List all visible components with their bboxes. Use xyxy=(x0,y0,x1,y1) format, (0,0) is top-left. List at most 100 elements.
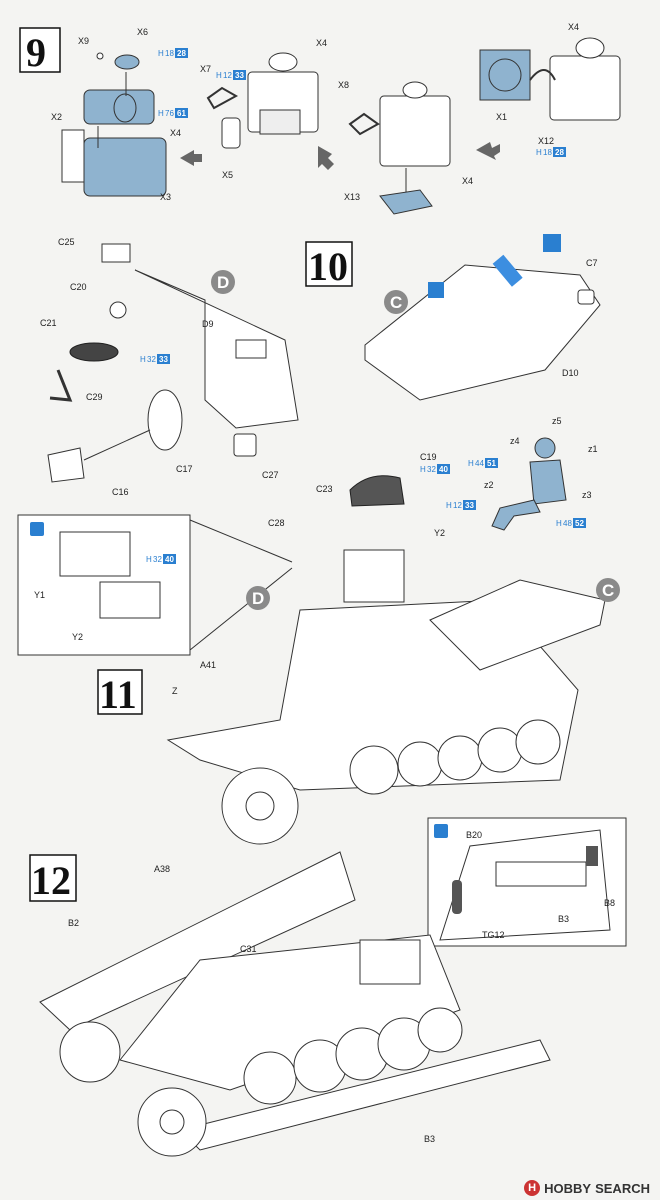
label-c19: C19 xyxy=(420,452,437,462)
step-10-box xyxy=(305,241,353,287)
label-x1: X1 xyxy=(496,112,507,122)
label-c23: C23 xyxy=(316,484,333,494)
svg-text:51: 51 xyxy=(487,459,496,468)
label-x5: X5 xyxy=(222,170,233,180)
step-9-box xyxy=(19,27,61,73)
paint-ref-3: H 12 33 xyxy=(216,70,246,80)
step-11-box xyxy=(97,669,143,715)
svg-text:C: C xyxy=(390,293,402,312)
step-11: 11 Y1 Y2 H 32 40 z5 z4 z1 z2 z3 xyxy=(17,416,620,845)
paint-ref-1: H 18 28 xyxy=(158,48,188,58)
label-tg12: TG12 xyxy=(482,930,505,940)
svg-text:52: 52 xyxy=(575,519,584,528)
part-x8 xyxy=(348,112,380,136)
part-c19-seat xyxy=(349,475,405,507)
svg-text:32: 32 xyxy=(147,355,156,364)
step-10: 10 D C25 C20 D9 C21 C29 C17 C16 C27 H 32… xyxy=(40,234,601,497)
svg-text:48: 48 xyxy=(563,519,572,528)
label-c16: C16 xyxy=(112,487,129,497)
engine-assembly-b xyxy=(206,52,319,149)
label-y2: Y2 xyxy=(434,528,445,538)
step-arrow-1 xyxy=(180,150,202,166)
label-c7: C7 xyxy=(586,258,598,268)
part-b2-side xyxy=(39,851,356,1031)
svg-text:28: 28 xyxy=(555,148,564,157)
paint-ref-7: H 44 51 xyxy=(468,458,498,468)
svg-text:40: 40 xyxy=(439,465,448,474)
highlight-strip xyxy=(492,254,523,287)
label-x3: X3 xyxy=(160,192,171,202)
label-b20: B20 xyxy=(466,830,482,840)
storage-box xyxy=(359,939,421,985)
glue-icon xyxy=(428,282,444,298)
svg-text:40: 40 xyxy=(165,555,174,564)
label-z5: z5 xyxy=(552,416,562,426)
halftrack-vehicle xyxy=(39,851,551,1157)
marker-d-2 xyxy=(246,586,270,610)
part-b20 xyxy=(495,861,587,887)
part-c25 xyxy=(101,243,131,263)
figure-head xyxy=(534,437,556,459)
svg-text:32: 32 xyxy=(427,465,436,474)
paint-icon xyxy=(543,234,561,252)
label-z4: z4 xyxy=(510,436,520,446)
label-x2: X2 xyxy=(51,112,62,122)
label-a38: A38 xyxy=(154,864,170,874)
label-z: Z xyxy=(172,686,178,696)
label-c20: C20 xyxy=(70,282,87,292)
step-11-number: 11 xyxy=(99,672,137,717)
part-x6 xyxy=(114,54,140,70)
label-y1: Y1 xyxy=(34,590,45,600)
svg-text:12: 12 xyxy=(453,501,462,510)
label-x12: X12 xyxy=(538,136,554,146)
marker-c-2 xyxy=(596,578,620,602)
track-wheel-5 xyxy=(417,1007,463,1053)
part-c20 xyxy=(109,301,127,319)
svg-text:H: H xyxy=(556,519,562,528)
label-x4-c: X4 xyxy=(462,176,473,186)
part-x3-block xyxy=(83,137,167,197)
step-arrow-2 xyxy=(318,146,334,170)
paint-ref-8: H 12 33 xyxy=(446,500,476,510)
road-wheel-1 xyxy=(349,745,399,795)
part-x13 xyxy=(379,189,433,215)
svg-text:H: H xyxy=(146,555,152,564)
part-b8 xyxy=(586,846,598,866)
svg-text:H: H xyxy=(420,465,426,474)
svg-text:H: H xyxy=(446,501,452,510)
part-c29 xyxy=(49,369,73,402)
road-wheel-3 xyxy=(437,735,483,781)
label-b3-inset: B3 xyxy=(558,914,569,924)
part-y2-box xyxy=(343,549,405,603)
svg-text:H: H xyxy=(536,148,542,157)
inset-b-assembly: B20 B8 B3 TG12 xyxy=(427,817,627,947)
halftrack-chassis xyxy=(166,579,606,845)
label-c31: C31 xyxy=(240,944,257,954)
part-c17 xyxy=(147,389,183,451)
step-9-number: 9 xyxy=(26,30,46,75)
svg-text:28: 28 xyxy=(177,49,186,58)
label-c29: C29 xyxy=(86,392,103,402)
engine-assembly-a xyxy=(61,52,167,197)
dashboard-assembly xyxy=(47,243,299,483)
road-wheel-2 xyxy=(397,741,443,787)
label-x4: X4 xyxy=(170,128,181,138)
part-c7 xyxy=(577,289,595,305)
part-x7 xyxy=(206,86,239,110)
watermark-site: SEARCH xyxy=(595,1180,650,1196)
svg-text:H: H xyxy=(158,109,164,118)
step-9: 9 X9 X6 X2 X4 X3 H 18 28 H 76 61 xyxy=(19,22,621,215)
label-z3: z3 xyxy=(582,490,592,500)
paint-ref-5: H 32 33 xyxy=(140,354,170,364)
part-c21-wheel xyxy=(69,342,119,362)
svg-text:32: 32 xyxy=(153,555,162,564)
svg-text:D: D xyxy=(252,589,264,608)
engine-assembly-d xyxy=(479,37,621,121)
marker-d-1 xyxy=(211,270,235,294)
marker-c-1 xyxy=(384,290,408,314)
label-x13: X13 xyxy=(344,192,360,202)
engine-assembly-c xyxy=(348,81,451,215)
svg-text:33: 33 xyxy=(159,355,168,364)
part-x9 xyxy=(96,52,104,60)
